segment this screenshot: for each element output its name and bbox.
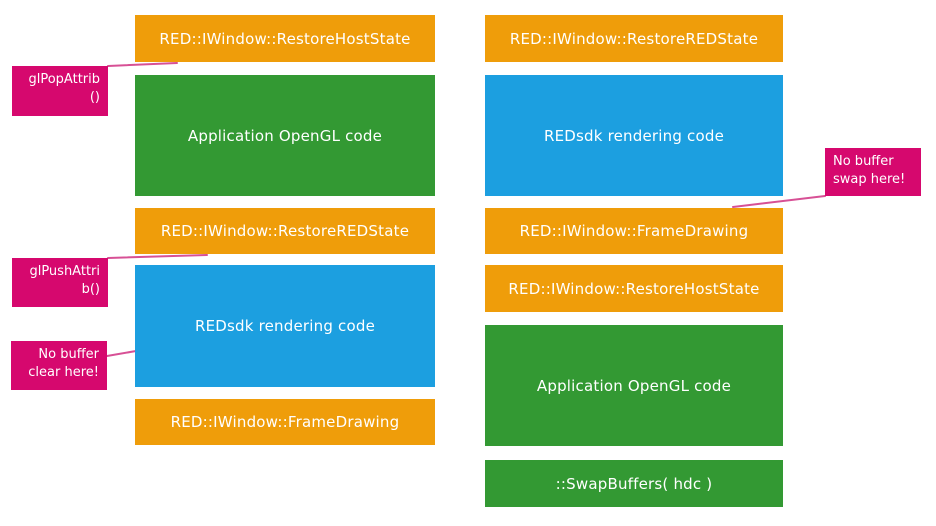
callout-connector-line xyxy=(106,350,137,357)
callout-connector-line xyxy=(732,195,826,208)
block-application-opengl-code: Application OpenGL code xyxy=(485,325,783,446)
callout-no-buffer-swap-here: No buffer swap here! xyxy=(825,148,921,196)
block-red-iwindow-framedrawing: RED::IWindow::FrameDrawing xyxy=(485,208,783,254)
callout-glpopattrib: glPopAttrib () xyxy=(12,66,108,116)
block-redsdk-rendering-code: REDsdk rendering code xyxy=(135,265,435,387)
block-red-iwindow-restorehoststate: RED::IWindow::RestoreHostState xyxy=(135,15,435,62)
block-application-opengl-code: Application OpenGL code xyxy=(135,75,435,196)
block-red-iwindow-restorehoststate: RED::IWindow::RestoreHostState xyxy=(485,265,783,312)
block-red-iwindow-restoreredstate: RED::IWindow::RestoreREDState xyxy=(135,208,435,254)
callout-glpushattri-b: glPushAttri b() xyxy=(12,258,108,307)
callout-connector-line xyxy=(107,62,178,67)
block-red-iwindow-restoreredstate: RED::IWindow::RestoreREDState xyxy=(485,15,783,62)
callout-no-buffer-clear-here: No buffer clear here! xyxy=(11,341,107,390)
block-red-iwindow-framedrawing: RED::IWindow::FrameDrawing xyxy=(135,399,435,445)
block-swapbuffers-hdc: ::SwapBuffers( hdc ) xyxy=(485,460,783,507)
block-redsdk-rendering-code: REDsdk rendering code xyxy=(485,75,783,196)
callout-connector-line xyxy=(107,254,208,259)
